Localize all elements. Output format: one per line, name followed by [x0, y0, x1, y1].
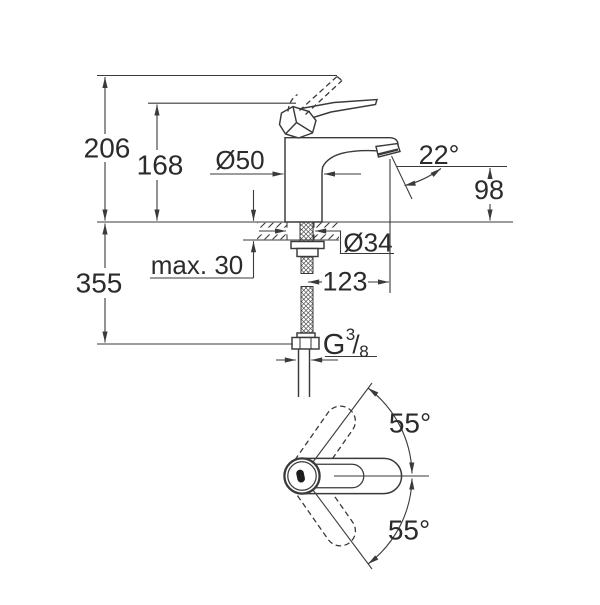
dim-g38-prefix: G	[323, 329, 346, 361]
dim-206: 206	[84, 74, 337, 221]
mounting-hardware	[290, 221, 325, 397]
flex-hose-upper	[300, 256, 314, 274]
dim-max30-label: max. 30	[151, 250, 244, 280]
faucet-body	[284, 136, 399, 223]
valve-slot	[296, 469, 305, 483]
dim-22deg-label: 22°	[419, 140, 460, 170]
dim-168: 168	[137, 102, 296, 221]
dim-o34-label: Ø34	[343, 228, 392, 258]
faucet-side-view	[278, 75, 413, 223]
dim-123: 123	[308, 159, 391, 297]
aerator-band	[377, 148, 399, 156]
dim-98-label: 98	[474, 175, 504, 205]
swivel-up-arc	[367, 387, 415, 474]
hose-hex-fitting	[291, 336, 320, 350]
dim-355: 355	[76, 223, 293, 345]
dim-98: 98	[474, 168, 504, 221]
dim-g38-numerator: 3	[346, 325, 355, 344]
dim-o34: Ø34	[259, 228, 394, 258]
dim-55-down-label: 55°	[388, 515, 430, 546]
swivel-down-arc	[367, 478, 415, 565]
dim-168-label: 168	[137, 150, 184, 181]
valve-body-inner-circle	[287, 461, 317, 491]
dim-206-label: 206	[84, 133, 131, 164]
threaded-shank	[299, 221, 314, 243]
dim-g38-denominator: 8	[359, 342, 368, 361]
swivel-up-reference-line	[312, 382, 373, 463]
dim-55-up-label: 55°	[389, 408, 431, 439]
lever-boss-facets	[284, 106, 313, 135]
dim-22deg-arc	[404, 168, 442, 187]
dim-g38-slash: /	[352, 330, 360, 360]
dim-o50: Ø50	[210, 145, 361, 177]
dim-22deg: 22°	[396, 140, 507, 187]
swivel-down-reference-line	[312, 489, 373, 570]
stream-angle-line	[391, 155, 413, 200]
mounting-nut	[296, 247, 319, 258]
dim-123-label: 123	[322, 267, 367, 297]
mounting-washer	[290, 240, 325, 250]
dim-355-label: 355	[76, 268, 123, 299]
dim-g38: G 3 / 8	[276, 325, 377, 363]
flex-hose-lower	[300, 286, 314, 335]
dim-o50-label: Ø50	[215, 145, 264, 175]
lever-top-view: 55° 55°	[283, 382, 431, 570]
dim-o34-leader	[339, 230, 394, 255]
dim-max30: max. 30	[150, 190, 257, 280]
